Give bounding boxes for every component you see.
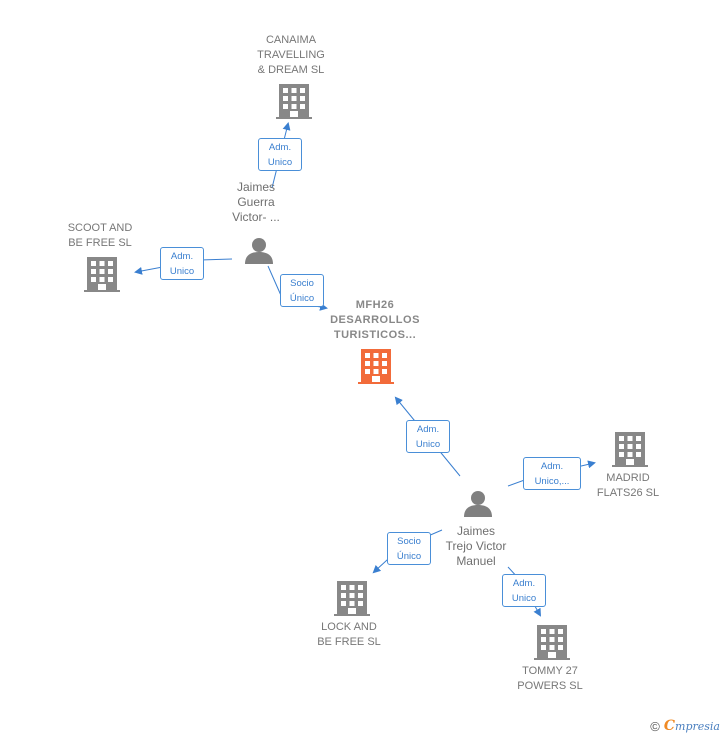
node-label-trejo[interactable]: Jaimes Trejo Victor Manuel bbox=[445, 524, 507, 568]
building-icon[interactable] bbox=[358, 349, 394, 384]
copyright-icon: © bbox=[650, 718, 660, 734]
edge-label-trejo-tommy: Adm. Unico bbox=[502, 574, 546, 607]
node-label-mfh26[interactable]: MFH26 DESARROLLOS TURISTICOS... bbox=[330, 299, 420, 341]
building-icon[interactable] bbox=[276, 84, 312, 119]
edge-label-trejo-mfh26: Adm. Unico bbox=[406, 420, 450, 453]
building-icon[interactable] bbox=[84, 257, 120, 292]
node-label-tommy[interactable]: TOMMY 27 POWERS SL bbox=[517, 665, 583, 692]
edge-label-guerra-canaima: Adm. Unico bbox=[258, 138, 302, 171]
edge-label-guerra-scoot: Adm. Unico bbox=[160, 247, 204, 280]
brand-footer: © Cmpresia bbox=[650, 718, 720, 734]
node-label-canaima[interactable]: CANAIMA TRAVELLING & DREAM SL bbox=[257, 34, 325, 76]
building-icon[interactable] bbox=[334, 581, 370, 616]
edge-label-guerra-mfh26: Socio Único bbox=[280, 274, 324, 307]
node-label-madrid[interactable]: MADRID FLATS26 SL bbox=[596, 472, 660, 499]
node-label-lock[interactable]: LOCK AND BE FREE SL bbox=[317, 621, 381, 648]
node-label-scoot[interactable]: SCOOT AND BE FREE SL bbox=[67, 222, 133, 249]
node-label-guerra[interactable]: Jaimes Guerra Victor- ... bbox=[232, 180, 280, 224]
edge-label-trejo-madrid: Adm. Unico,... bbox=[523, 457, 581, 490]
building-icon[interactable] bbox=[534, 625, 570, 660]
edge-label-trejo-lock: Socio Único bbox=[387, 532, 431, 565]
building-icon[interactable] bbox=[612, 432, 648, 467]
person-icon[interactable] bbox=[245, 238, 273, 264]
person-icon[interactable] bbox=[464, 491, 492, 517]
brand-logo[interactable]: Cmpresia bbox=[663, 718, 720, 734]
